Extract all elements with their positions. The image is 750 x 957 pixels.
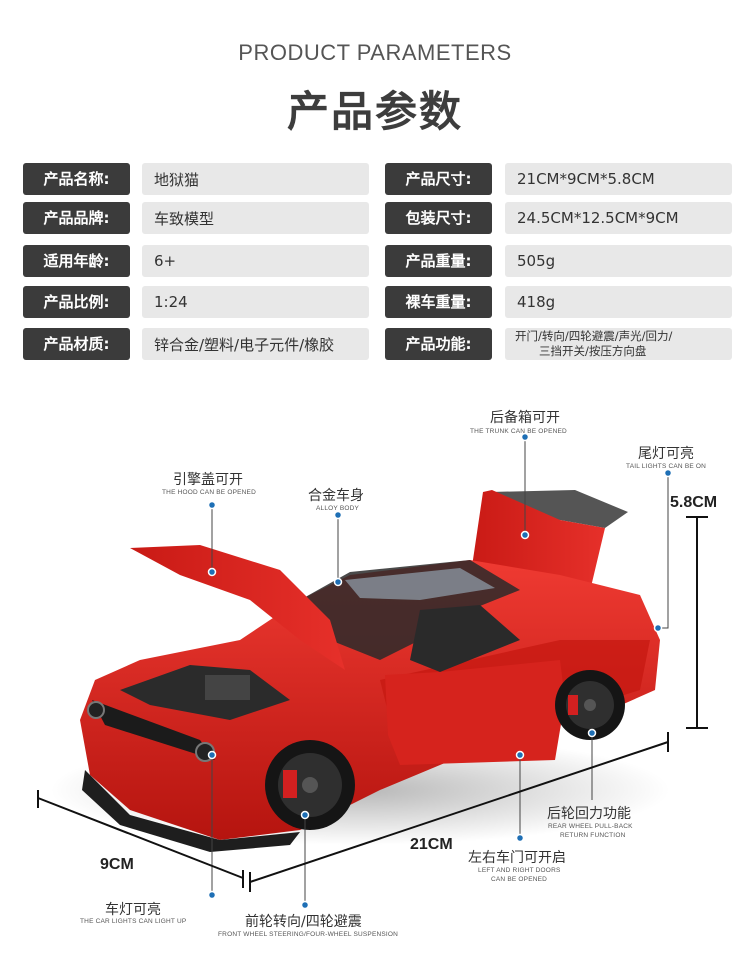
marker-trunk-end: [520, 530, 530, 540]
annotation-markers: [207, 432, 673, 910]
param-value-function: 开门/转向/四轮避震/声光/回力/ 三挡开关/按压方向盘: [505, 328, 732, 360]
dimension-width: 9CM: [100, 856, 134, 873]
label-headlights-cn: 车灯可亮: [105, 902, 161, 918]
title-chinese: 产品参数: [286, 87, 463, 136]
param-label-brand: 产品品牌:: [23, 202, 130, 234]
function-line-2: 三挡开关/按压方向盘: [539, 344, 647, 358]
param-value-material: 锌合金/塑料/电子元件/橡胶: [142, 328, 369, 360]
param-label-size: 产品尺寸:: [385, 163, 492, 195]
label-rear-wheel-en2: RETURN FUNCTION: [560, 832, 626, 839]
param-value-package-size: 24.5CM*12.5CM*9CM: [505, 202, 732, 234]
label-headlights-en: THE CAR LIGHTS CAN LIGHT UP: [80, 918, 187, 925]
marker-hood-end: [207, 567, 217, 577]
param-value-brand: 车致模型: [142, 202, 369, 234]
marker-front-wheel: [300, 810, 310, 820]
label-doors-en1: LEFT AND RIGHT DOORS: [478, 867, 561, 874]
marker-alloy: [333, 510, 343, 520]
label-doors-cn: 左右车门可开启: [468, 850, 566, 866]
dimension-lines: [37, 516, 708, 892]
label-alloy-cn: 合金车身: [308, 488, 364, 504]
param-label-function: 产品功能:: [385, 328, 492, 360]
label-trunk-en: THE TRUNK CAN BE OPENED: [470, 428, 567, 435]
marker-hood: [207, 500, 217, 510]
label-rear-wheel-cn: 后轮回力功能: [547, 806, 631, 822]
label-front-wheel-cn: 前轮转向/四轮避震: [245, 914, 362, 930]
param-label-scale: 产品比例:: [23, 286, 130, 318]
marker-tail: [663, 468, 673, 478]
rear-wheel: [555, 670, 625, 740]
function-line-1: 开门/转向/四轮避震/声光/回力/: [515, 329, 673, 343]
label-hood-en: THE HOOD CAN BE OPENED: [162, 489, 256, 496]
annotation-lines: [211, 437, 669, 905]
label-doors-en2: CAN BE OPENED: [491, 876, 548, 883]
marker-doors-end: [515, 833, 525, 843]
dimension-length: 21CM: [410, 836, 453, 853]
marker-alloy-end: [333, 577, 343, 587]
marker-doors: [515, 750, 525, 760]
label-tail-en: TAIL LIGHTS CAN BE ON: [626, 463, 707, 470]
param-value-weight: 505g: [505, 245, 732, 277]
dimension-height: 5.8CM: [670, 494, 718, 511]
marker-rear-wheel: [587, 728, 597, 738]
param-label-material: 产品材质:: [23, 328, 130, 360]
label-alloy-en: ALLOY BODY: [316, 505, 360, 512]
param-label-weight: 产品重量:: [385, 245, 492, 277]
car-illustration: [37, 432, 708, 910]
title-english: PRODUCT PARAMETERS: [238, 40, 512, 65]
param-value-age: 6+: [142, 245, 369, 277]
marker-trunk: [520, 432, 530, 442]
label-trunk-cn: 后备箱可开: [490, 410, 560, 426]
marker-front-wheel-end: [300, 900, 310, 910]
front-wheel: [265, 740, 355, 830]
param-value-name: 地狱猫: [142, 163, 369, 195]
marker-headlight-end: [207, 890, 217, 900]
param-label-age: 适用年龄:: [23, 245, 130, 277]
hood-open: [120, 545, 345, 720]
param-value-size: 21CM*9CM*5.8CM: [505, 163, 732, 195]
door-open: [385, 605, 565, 765]
param-value-bare-weight: 418g: [505, 286, 732, 318]
label-rear-wheel-en1: REAR WHEEL PULL-BACK: [548, 823, 633, 830]
marker-tail-end: [653, 623, 663, 633]
param-label-package-size: 包装尺寸:: [385, 202, 492, 234]
label-hood-cn: 引擎盖可开: [173, 472, 243, 488]
marker-headlight: [207, 750, 217, 760]
param-label-name: 产品名称:: [23, 163, 130, 195]
param-label-bare-weight: 裸车重量:: [385, 286, 492, 318]
label-front-wheel-en: FRONT WHEEL STEERING/FOUR-WHEEL SUSPENSI…: [218, 931, 399, 938]
headlight-left: [87, 701, 105, 719]
label-tail-cn: 尾灯可亮: [638, 446, 694, 462]
param-value-scale: 1:24: [142, 286, 369, 318]
